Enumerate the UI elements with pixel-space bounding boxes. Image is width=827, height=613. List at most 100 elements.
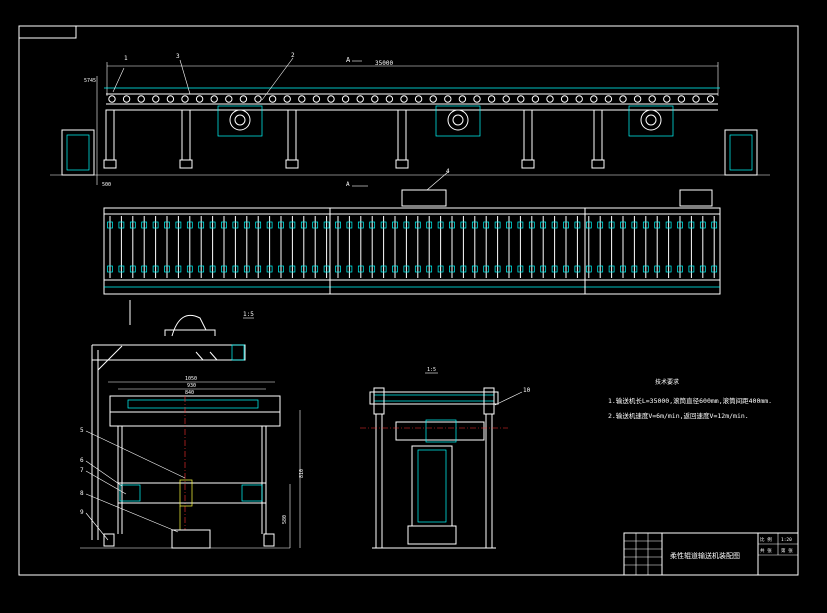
dim-left-bottom: 500 <box>102 182 111 188</box>
roller-bearing-bottom <box>460 265 467 273</box>
part-1: 1 <box>124 55 128 62</box>
dim-1050: 1050 <box>185 376 197 382</box>
leg-foot <box>395 159 409 169</box>
roller-bearing-bottom <box>346 265 353 273</box>
dim-left-top: 5745 <box>84 78 96 84</box>
roller-circle <box>458 95 467 103</box>
roller-bearing-top <box>129 221 136 229</box>
roller-circle <box>254 95 262 103</box>
corner-label-box <box>18 25 77 39</box>
roller-bearing-bottom <box>392 265 398 273</box>
roller-circle <box>487 95 496 103</box>
leg <box>523 109 533 161</box>
roller-bearing-top <box>563 221 569 229</box>
roller-bearing-top <box>517 221 524 229</box>
roller-bearing-top <box>346 221 353 229</box>
roller-bearing-bottom <box>699 265 706 273</box>
roller-bearing-bottom <box>118 265 125 273</box>
roller-bearing-bottom <box>266 265 273 273</box>
roller-bearing-top <box>198 221 205 229</box>
roller-bearing-top <box>688 221 695 229</box>
leg <box>287 109 297 161</box>
leg <box>181 109 191 161</box>
dim-930: 930 <box>187 383 196 389</box>
roller-bearing-top <box>620 221 626 229</box>
roller-bearing-top <box>118 221 125 229</box>
roller-bearing-bottom <box>711 265 718 273</box>
part-3: 3 <box>176 53 180 60</box>
roller-bearing-top <box>460 221 467 229</box>
roller-bearing-top <box>312 221 319 229</box>
roller-bearing-bottom <box>688 265 695 273</box>
roller-bearing-top <box>574 221 581 229</box>
roller-bearing-top <box>426 221 433 229</box>
roller-bearing-bottom <box>300 265 307 273</box>
roller-bearing-top <box>186 221 193 229</box>
roller-bearing-bottom <box>175 265 182 273</box>
elevation-legs <box>103 109 605 169</box>
roller-bearing-bottom <box>164 265 170 273</box>
roller-circle <box>356 95 364 103</box>
roller-circle <box>633 95 642 103</box>
roller-bearing-top <box>665 221 672 229</box>
roller-bearing-bottom <box>232 265 239 273</box>
roller-circle <box>341 95 350 103</box>
section-a-top: A <box>346 56 351 64</box>
dim-right-v: 810 <box>299 469 305 478</box>
roller-circle <box>575 95 583 103</box>
roller-circle <box>210 95 218 103</box>
roller-bearing-top <box>437 221 444 229</box>
roller-bearing-bottom <box>620 265 626 273</box>
drive-unit-1 <box>217 105 263 137</box>
roller-bearing-bottom <box>517 265 524 273</box>
plan-rollers <box>107 216 718 278</box>
hook-guide <box>171 314 207 337</box>
roller-circle <box>122 95 131 103</box>
roller-bearing-top <box>654 221 661 229</box>
dim-top-text: 35000 <box>375 60 393 67</box>
leg-foot <box>521 159 535 169</box>
roller-bearing-top <box>699 221 706 229</box>
roller-circle <box>312 95 321 103</box>
drawing-name: 柔性辊道输送机装配图 <box>670 551 740 560</box>
roller-circle <box>648 95 656 103</box>
tb-cell-c: 共 张 <box>760 547 772 554</box>
roller-circle <box>706 95 715 103</box>
roller-circle <box>152 95 160 103</box>
part-8: 8 <box>80 490 84 497</box>
roller-circle <box>400 95 408 103</box>
roller-circle <box>619 95 627 103</box>
roller-circle <box>663 95 671 103</box>
leg-foot <box>179 159 193 169</box>
roller-bearing-bottom <box>380 265 387 273</box>
roller-bearing-top <box>540 221 547 229</box>
roller-bearing-bottom <box>369 265 376 273</box>
roller-bearing-top <box>585 221 592 229</box>
roller-bearing-top <box>471 221 478 229</box>
roller-circle <box>429 95 437 103</box>
roller-bearing-bottom <box>289 265 296 273</box>
title-block: 柔性辊道输送机装配图 比 例 1:20 共 张 第 张 <box>623 532 799 576</box>
roller-bearing-top <box>209 221 216 229</box>
notes-block: 技术要求 1.输送机长L=35000,滚筒直径600mm,滚筒间距400mm. … <box>608 378 772 420</box>
roller-bearing-bottom <box>426 265 433 273</box>
elevation-rollers <box>108 95 715 103</box>
tb-cell-a: 比 例 <box>760 536 772 543</box>
roller-bearing-bottom <box>278 265 284 273</box>
roller-bearing-bottom <box>563 265 569 273</box>
roller-bearing-bottom <box>129 265 136 273</box>
elevation-view: 35000 A 5745 500 1 3 <box>50 52 770 188</box>
roller-bearing-top <box>255 221 262 229</box>
tb-cell-d: 第 张 <box>781 547 793 554</box>
roller-bearing-top <box>528 221 535 229</box>
roller-bearing-top <box>711 221 718 229</box>
detail-scale: 1:5 <box>427 367 436 373</box>
roller-bearing-bottom <box>107 265 113 273</box>
roller-bearing-bottom <box>642 265 649 273</box>
roller-bearing-bottom <box>654 265 661 273</box>
roller-circle <box>517 95 525 103</box>
roller-bearing-top <box>631 221 638 229</box>
roller-bearing-top <box>551 221 558 229</box>
leg-foot <box>103 159 117 169</box>
roller-circle <box>546 95 554 103</box>
